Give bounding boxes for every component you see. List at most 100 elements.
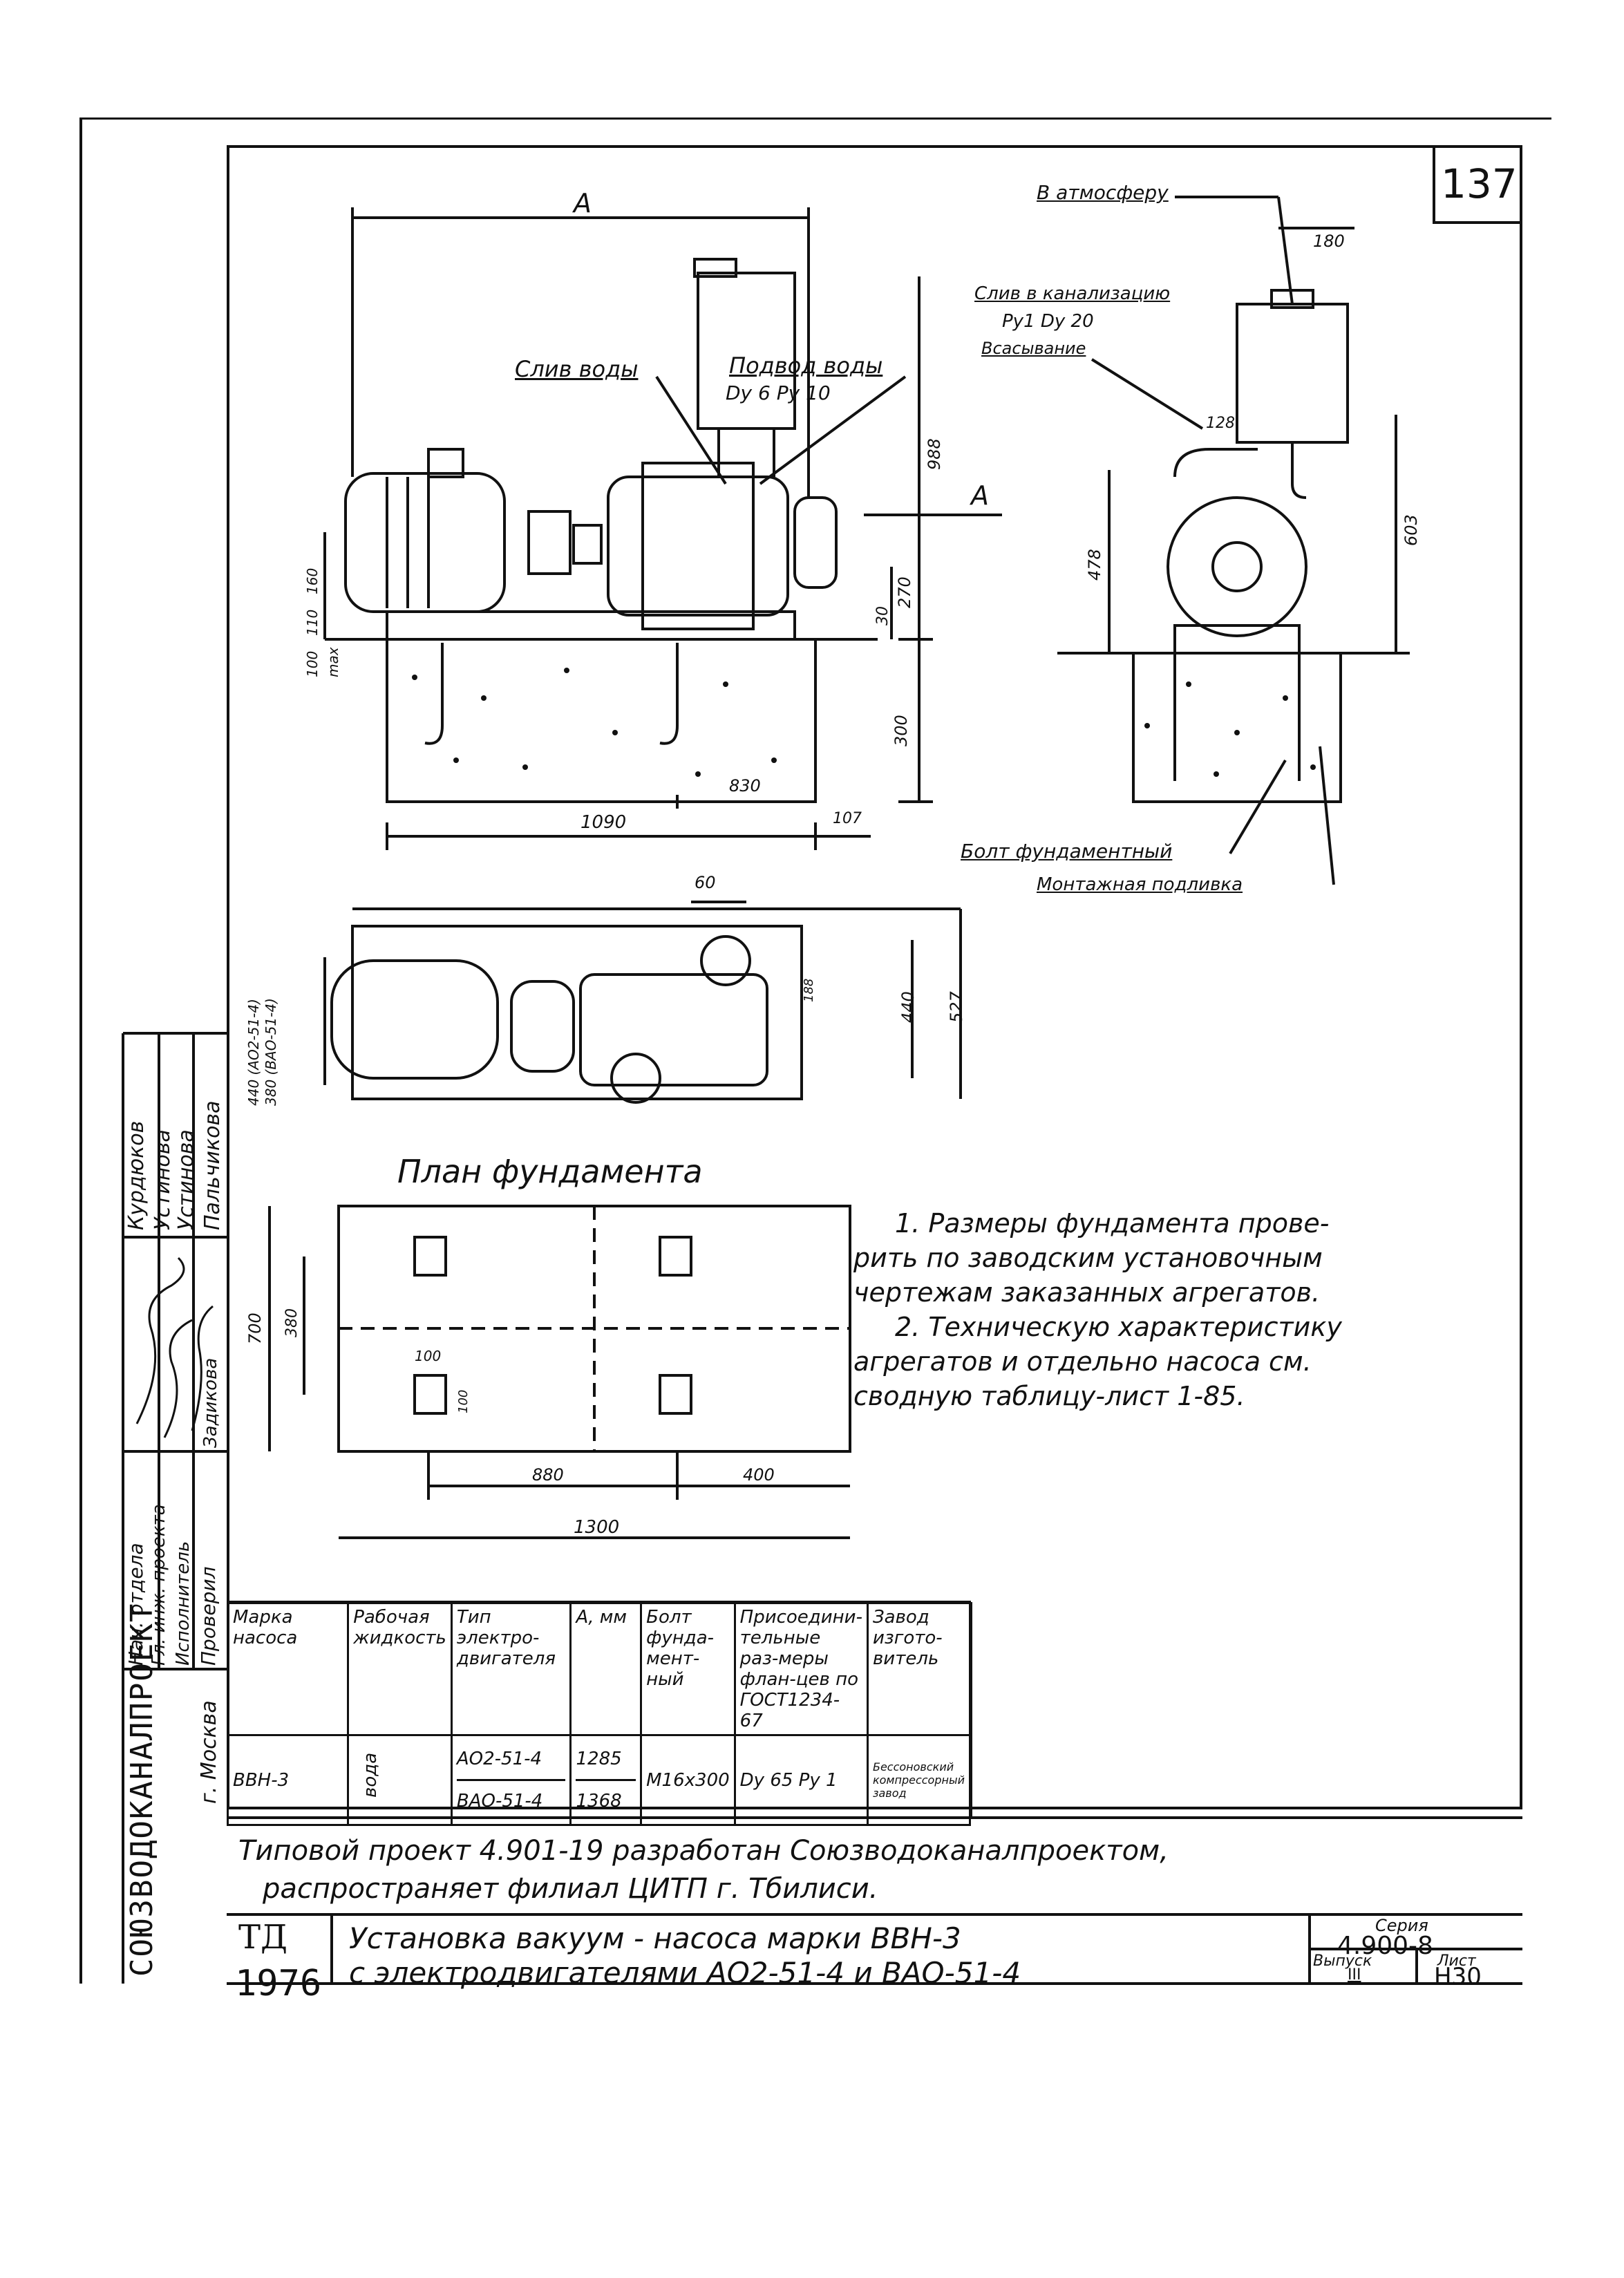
water-supply-spec: Dy 6 Py 10: [726, 382, 831, 404]
cell-motors: АО2-51-4 ВАО-51-4: [450, 1734, 572, 1826]
note-line: чертежам заказанных агрегатов.: [853, 1277, 1321, 1308]
note-line: 2. Техническую характеристику: [895, 1312, 1342, 1342]
suction-label: Всасывание: [981, 339, 1086, 358]
drain-label: Слив воды: [515, 356, 639, 382]
dim-100-hole-w: 100: [415, 1348, 442, 1364]
th-motor: Тип электро-двигателя: [450, 1602, 572, 1736]
water-supply-label: Подвод воды: [729, 352, 883, 379]
dim-100-hole-h: 100: [456, 1389, 471, 1413]
series-label: Серия: [1375, 1916, 1428, 1935]
dim-max: max: [325, 647, 341, 677]
cell-liquid: вода: [347, 1734, 453, 1826]
th-pump: Марка насоса: [226, 1602, 350, 1736]
concrete-texture: [412, 668, 1316, 777]
issue-value: III: [1348, 1966, 1361, 1984]
dim-478: 478: [1085, 549, 1104, 581]
dim-988: 988: [925, 438, 944, 470]
mounting-pour-label: Монтажная подливка: [1037, 874, 1243, 895]
project-line-2: распространяет филиал ЦИТП г. Тбилиси.: [263, 1873, 878, 1905]
dim-880: 880: [532, 1465, 564, 1485]
note-line: сводную таблицу-лист 1-85.: [853, 1381, 1245, 1411]
dim-400: 400: [743, 1465, 775, 1485]
th-liquid: Рабочая жидкость: [347, 1602, 453, 1736]
dim-128: 128: [1206, 415, 1235, 432]
bolt-hole-3: [413, 1374, 447, 1415]
sig-role-2: Гл. инж. проекта: [149, 1504, 169, 1666]
dim-380: 380: [283, 1308, 301, 1337]
title-line-1: Установка вакуум - насоса марки ВВН-3: [349, 1921, 961, 1955]
th-plant: Завод изгото-витель: [866, 1602, 972, 1736]
dim-60: 60: [695, 873, 716, 892]
issue-label: Выпуск: [1313, 1952, 1372, 1970]
end-view-pump: [1167, 496, 1307, 637]
page-number: 137: [1441, 160, 1518, 207]
dim-830: 830: [729, 776, 761, 796]
dim-a-label: А: [574, 188, 592, 218]
plan-pump: [579, 973, 768, 1086]
note-line: 1. Размеры фундамента прове-: [895, 1208, 1330, 1239]
a-1: 1285: [576, 1739, 636, 1781]
bolt-hole-4: [659, 1374, 692, 1415]
dim-110: 110: [304, 609, 321, 636]
cell-a: 1285 1368: [569, 1734, 643, 1826]
organization-city: г. Москва: [197, 1700, 221, 1804]
th-flange: Присоедини-тельные раз-меры флан-цев по …: [733, 1602, 869, 1736]
note-line: агрегатов и отдельно насоса см.: [853, 1346, 1312, 1377]
title-line-2: с электродвигателями АО2-51-4 и ВАО-51-4: [349, 1956, 1021, 1990]
dim-100: 100: [304, 650, 321, 677]
dim-30: 30: [874, 606, 891, 625]
plan-motor: [330, 959, 499, 1080]
dim-440: 440: [898, 991, 918, 1023]
plan-base: [351, 925, 803, 1100]
bolt-hole-1: [413, 1236, 447, 1277]
cell-pump: ВВН-3: [226, 1734, 350, 1826]
sig-role-1: Нач. отдела: [124, 1543, 147, 1666]
dim-603: 603: [1401, 514, 1421, 546]
sheet-value: Н30: [1434, 1963, 1482, 1990]
sig-name-1: Курдюков: [124, 1120, 149, 1230]
dim-700: 700: [245, 1312, 265, 1344]
sig-role-3: Исполнитель: [173, 1541, 193, 1666]
motor-body: [344, 472, 506, 613]
series-value: 4.900-8: [1337, 1932, 1433, 1960]
notes: 1. Размеры фундамента прове- рить по зав…: [853, 1206, 1342, 1413]
td-mark: ТД: [238, 1918, 288, 1957]
cell-plant: Бессоновский компрессорный завод: [866, 1734, 972, 1826]
cell-liquid-text: вода: [360, 1752, 381, 1798]
pump-body: [607, 476, 789, 616]
dim-1090: 1090: [580, 812, 627, 833]
end-view-vessel: [1236, 303, 1349, 444]
dim-527: 527: [947, 991, 966, 1023]
separator-vessel: [697, 272, 796, 430]
to-atmosphere-label: В атмосферу: [1037, 181, 1169, 204]
bolt-hole-2: [659, 1236, 692, 1277]
motor-2: ВАО-51-4: [456, 1791, 543, 1811]
cell-flange: Dy 65 Py 1: [733, 1734, 869, 1826]
project-line-1: Типовой проект 4.901-19 разработан Союзв…: [238, 1835, 1169, 1867]
note-line: рить по заводским установочным: [853, 1243, 1323, 1273]
dim-300: 300: [891, 715, 911, 746]
foundation-plan-title: План фундамента: [397, 1153, 703, 1190]
sig-role-4: Проверил: [197, 1566, 220, 1666]
a-2: 1368: [576, 1791, 622, 1811]
dim-440-alt: 440 (АО2-51-4): [245, 999, 262, 1106]
dim-188: 188: [802, 978, 816, 1002]
th-bolt: Болт фунда-мент-ный: [640, 1602, 736, 1736]
page-number-box: [1433, 145, 1522, 224]
end-view-foundation: [1132, 652, 1342, 803]
motor-terminal: [427, 448, 464, 478]
spec-table: Марка насоса Рабочая жидкость Тип электр…: [226, 1602, 972, 1826]
section-a-label: А: [971, 480, 989, 511]
dim-107: 107: [833, 810, 862, 827]
sheet-label: Лист: [1437, 1952, 1476, 1970]
anchor-bolt-label: Болт фундаментный: [961, 840, 1173, 863]
sig-name-2: Устинова: [151, 1129, 175, 1230]
th-a: А, мм: [569, 1602, 643, 1736]
outer-frame: [79, 117, 1551, 1984]
sig-name-4: Пальчикова: [200, 1100, 225, 1230]
cell-bolt: М16х300: [640, 1734, 736, 1826]
dim-380-alt: 380 (ВАО-51-4): [263, 998, 279, 1106]
motor-1: АО2-51-4: [456, 1739, 566, 1781]
dim-270: 270: [895, 576, 914, 608]
foundation-block: [386, 638, 817, 803]
